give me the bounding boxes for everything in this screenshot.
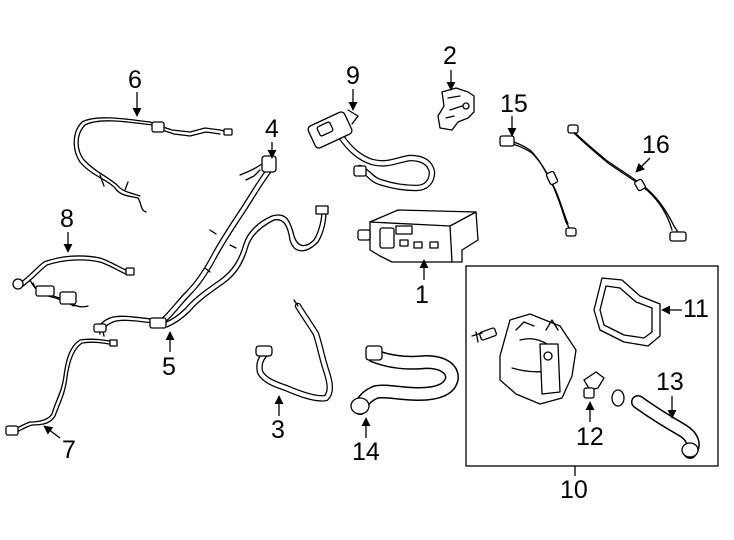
label-12-text: 12 (576, 423, 604, 451)
label-16: 16 (635, 131, 670, 173)
label-7: 7 (43, 425, 76, 464)
part-12-valve (583, 371, 625, 407)
part-6-harness (73, 117, 233, 213)
label-9-text: 9 (346, 62, 360, 90)
part-11-gasket (593, 277, 661, 347)
label-1: 1 (415, 259, 429, 309)
part-2-bracket (437, 87, 475, 131)
label-13-text: 13 (656, 368, 684, 396)
label-2-text: 2 (443, 42, 457, 70)
label-10: 10 (560, 476, 588, 504)
label-16-text: 16 (642, 131, 670, 159)
part-13-hose (631, 395, 700, 459)
label-7-text: 7 (62, 436, 76, 464)
label-15: 15 (500, 90, 528, 137)
label-6: 6 (128, 66, 142, 117)
part-14-hose (350, 345, 459, 415)
label-5-text: 5 (162, 353, 176, 381)
label-3: 3 (271, 395, 285, 444)
label-12: 12 (576, 401, 604, 451)
label-14: 14 (352, 417, 380, 466)
part-9-valve (307, 109, 436, 192)
label-15-text: 15 (500, 90, 528, 118)
label-14-text: 14 (352, 438, 380, 466)
part-1-canister (357, 209, 479, 263)
label-8-text: 8 (60, 205, 74, 233)
label-9: 9 (346, 62, 360, 111)
label-5: 5 (162, 331, 176, 381)
label-4-text: 4 (265, 115, 279, 143)
label-10-text: 10 (560, 476, 588, 504)
part-7-sensor (5, 338, 118, 436)
label-13: 13 (656, 368, 684, 419)
label-6-text: 6 (128, 66, 142, 94)
part-8-harness (12, 255, 135, 308)
part-3-hose (255, 299, 333, 402)
group-box-10 (465, 265, 719, 476)
label-2: 2 (443, 42, 457, 91)
label-11: 11 (661, 295, 709, 323)
part-5-harness (93, 155, 329, 337)
label-1-text: 1 (415, 281, 429, 309)
part-16-sensor (567, 124, 687, 242)
part-cover-assembly (471, 313, 577, 405)
label-3-text: 3 (271, 416, 285, 444)
label-11-text: 11 (683, 295, 709, 323)
label-8: 8 (60, 205, 74, 253)
part-15-sensor (499, 135, 577, 237)
label-4: 4 (265, 115, 279, 159)
